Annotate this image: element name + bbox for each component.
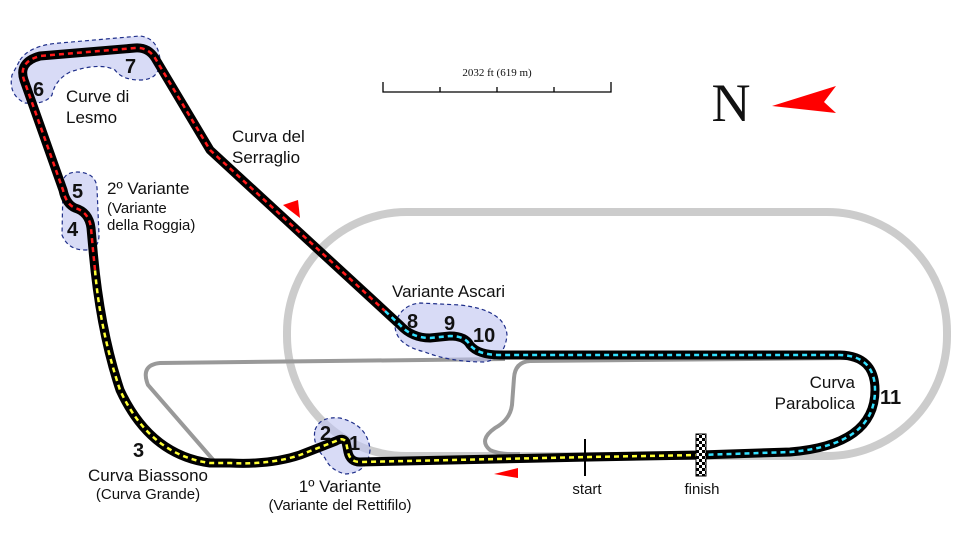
old-oval-track [283, 208, 951, 460]
corner-1: 1 [349, 433, 360, 455]
corner-7: 7 [125, 56, 136, 78]
label-finish: finish [684, 481, 719, 498]
sector-3 [384, 310, 877, 457]
corner-2: 2 [320, 423, 331, 445]
corner-6: 6 [33, 79, 44, 101]
corner-4: 4 [67, 219, 79, 241]
scale-label: 2032 ft (619 m) [462, 67, 532, 79]
finish-line-checker [695, 433, 707, 477]
sector-2 [21, 46, 386, 312]
corner-9: 9 [444, 313, 455, 335]
direction-arrow-icon [283, 200, 300, 218]
corner-10: 10 [473, 325, 495, 347]
scale-bar [382, 82, 612, 93]
compass-label: N [712, 73, 751, 133]
direction-arrow-icon [494, 468, 518, 478]
junior-road [143, 357, 506, 464]
corner-3: 3 [133, 440, 144, 462]
corner-8: 8 [407, 311, 418, 333]
sector-1 [93, 269, 701, 465]
label-ascari: Variante Ascari [392, 282, 505, 301]
label-variante1: 1º Variante(Variante del Rettifilo) [268, 477, 411, 514]
corner-5: 5 [72, 181, 83, 203]
corner-11: 11 [880, 387, 901, 409]
label-start: start [572, 481, 602, 498]
label-biassono: Curva Biassono(Curva Grande) [88, 466, 208, 503]
service-road [483, 356, 851, 457]
north-arrow-icon [772, 86, 836, 113]
